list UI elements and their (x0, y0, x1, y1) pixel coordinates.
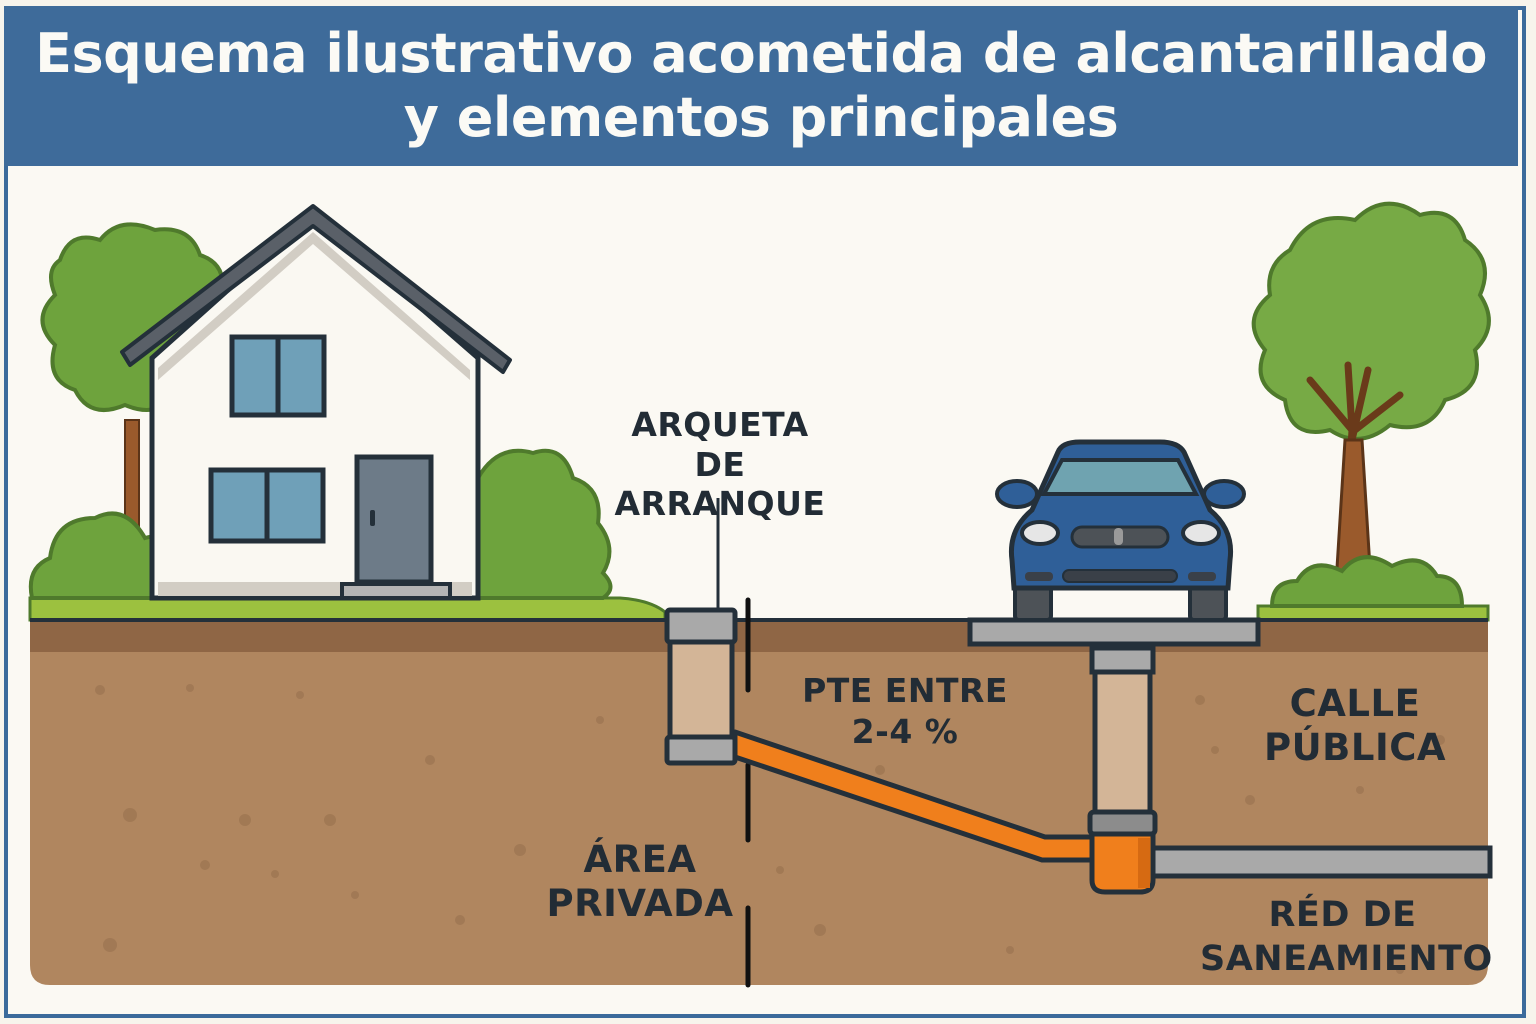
label-calle-publica-line2: PÚBLICA (1264, 726, 1446, 770)
window-lower (208, 467, 326, 544)
grass-strip-right (1256, 604, 1490, 622)
manhole-shaft (1087, 645, 1158, 895)
front-door (354, 454, 434, 585)
car (995, 439, 1246, 622)
soil-ground (30, 620, 1488, 985)
sewer-main-pipe (1147, 845, 1493, 879)
label-arqueta-line1: ARQUETA (631, 405, 809, 444)
tree-right (1251, 201, 1491, 608)
label-pendiente: PTE ENTRE 2-4 % (790, 670, 1020, 753)
label-arqueta-de-arranque: ARQUETA DE ARRANQUE (590, 405, 850, 524)
label-arqueta-line2: DE ARRANQUE (614, 444, 826, 524)
label-red-de-saneamiento: RÉD DE SANEAMIENTO (1200, 894, 1493, 982)
road-slab (967, 617, 1261, 647)
label-calle-publica: CALLE PÚBLICA (1245, 682, 1465, 771)
label-red-line1: RÉD DE (1268, 895, 1417, 935)
door-step (340, 582, 452, 600)
label-calle-publica-line1: CALLE (1289, 682, 1421, 725)
grass-strip-left (28, 596, 667, 622)
label-pendiente-line2: 2-4 % (851, 712, 959, 752)
label-area-privada-line2: PRIVADA (546, 882, 734, 926)
label-area-privada: ÁREA PRIVADA (530, 838, 750, 927)
label-pendiente-line1: PTE ENTRE (802, 671, 1008, 710)
title-bar: Esquema ilustrativo acometida de alcanta… (4, 6, 1518, 166)
label-red-line2: SANEAMIENTO (1200, 938, 1493, 979)
bush-right-of-house (476, 448, 613, 600)
label-area-privada-line1: ÁREA (583, 838, 697, 881)
house (120, 204, 512, 601)
arqueta-de-arranque (664, 498, 738, 766)
window-upper (229, 334, 327, 418)
title-line-1: Esquema ilustrativo acometida de alcanta… (35, 22, 1487, 85)
title-line-2: y elementos principales (403, 86, 1119, 149)
